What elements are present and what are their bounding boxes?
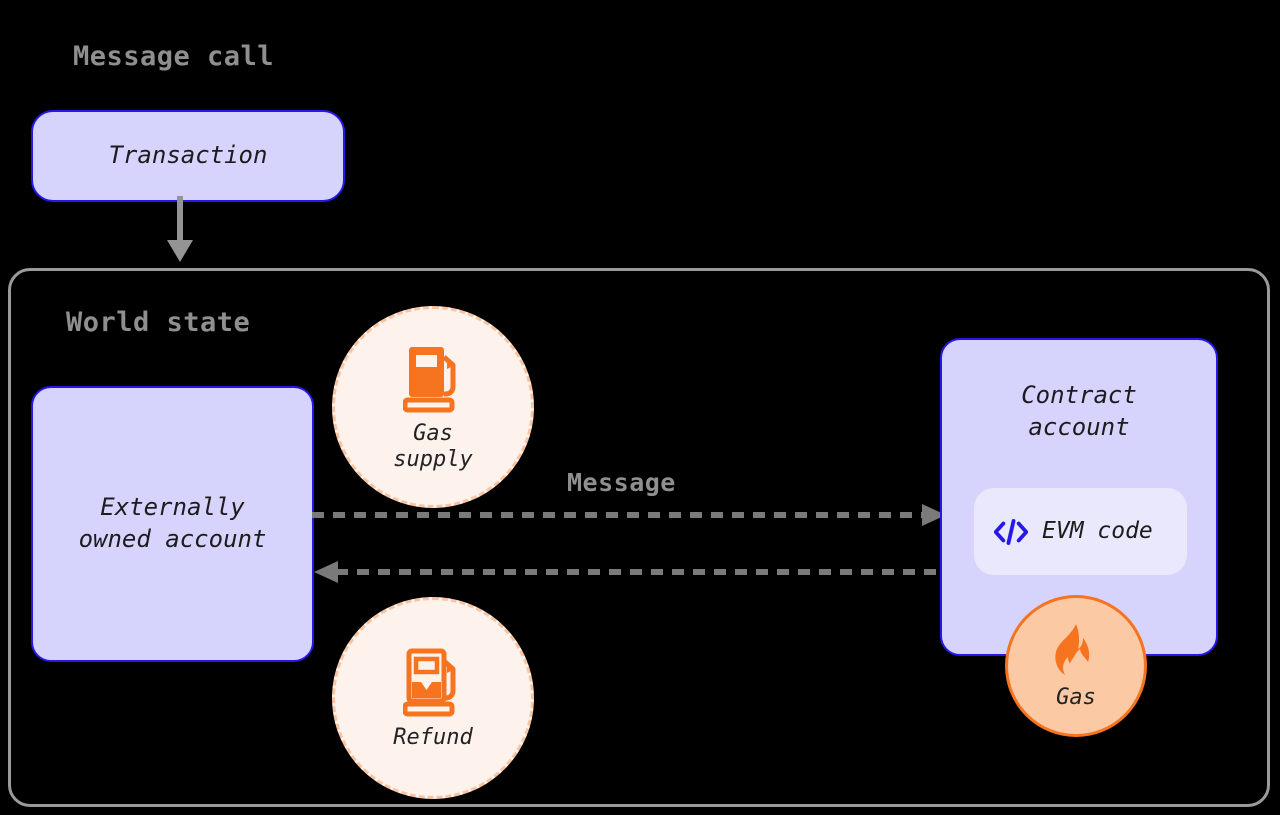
transaction-label: Transaction [108, 141, 268, 170]
message-edge-label: Message [567, 468, 676, 497]
message-arrow-to-contract [312, 504, 946, 526]
evm-code-chip[interactable]: EVM code [974, 488, 1187, 575]
gas-flame-badge: Gas [1005, 595, 1147, 737]
world-state-title: World state [66, 307, 251, 338]
world-state-container [8, 268, 1270, 807]
transaction-node[interactable]: Transaction [31, 110, 345, 202]
contract-account-label: Contract account [1021, 381, 1137, 441]
fuel-pump-partial-icon [403, 648, 456, 717]
gas-supply-label: Gas supply [393, 420, 473, 472]
refund-label: Refund [393, 724, 473, 750]
evm-code-label: EVM code [1042, 518, 1153, 545]
flame-icon [1055, 623, 1090, 677]
message-call-title: Message call [73, 41, 275, 72]
gas-supply-badge: Gas supply [332, 306, 534, 508]
transaction-to-world-state-arrow [167, 196, 193, 262]
refund-badge: Refund [332, 597, 534, 799]
message-arrow-to-account [314, 561, 948, 583]
gas-flame-label: Gas [1056, 684, 1096, 710]
contract-account-node[interactable]: Contract account EVM code [940, 338, 1218, 656]
code-brackets-icon [994, 518, 1028, 545]
externally-owned-account-label: Externally owned account [78, 493, 267, 553]
fuel-pump-full-icon [403, 346, 456, 413]
externally-owned-account-node[interactable]: Externally owned account [31, 386, 314, 662]
